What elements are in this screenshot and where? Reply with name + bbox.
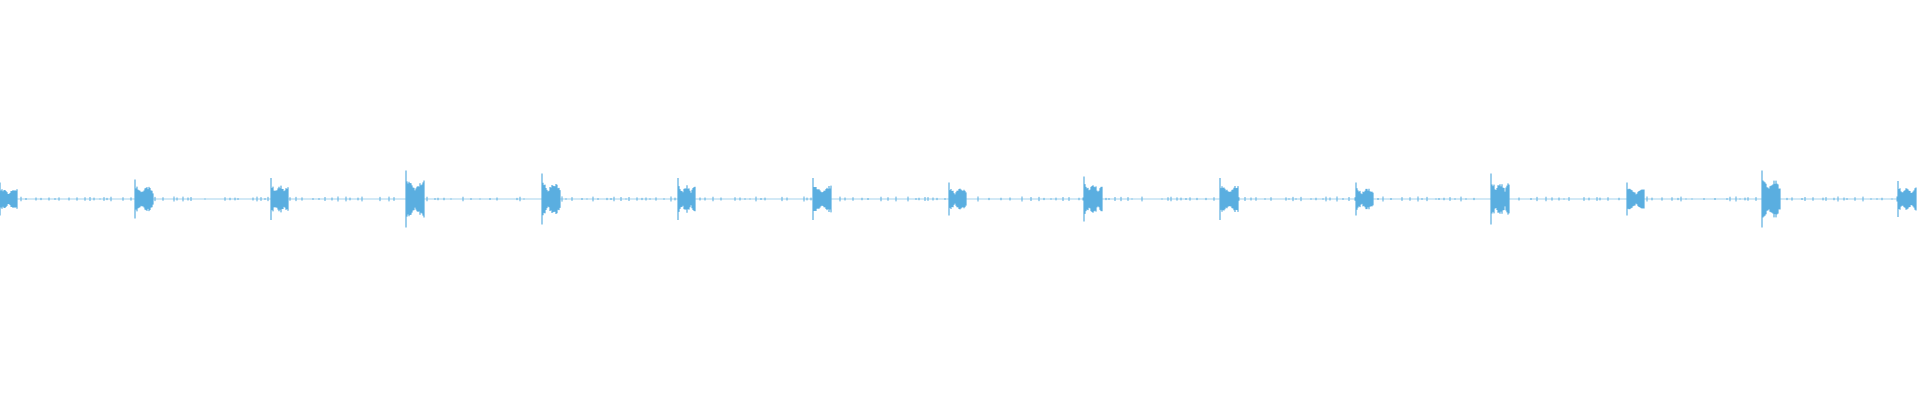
waveform-burst-13 bbox=[1761, 170, 1781, 228]
waveform-burst-4 bbox=[541, 173, 561, 225]
waveform-burst-12 bbox=[1626, 182, 1645, 216]
waveform-burst-1 bbox=[134, 179, 154, 219]
waveform-burst-3 bbox=[405, 170, 425, 228]
waveform-burst-10 bbox=[1355, 182, 1374, 216]
waveform-burst-7 bbox=[948, 182, 967, 216]
waveform-burst-5 bbox=[677, 178, 696, 220]
waveform-burst-6 bbox=[812, 178, 832, 220]
waveform-burst-9 bbox=[1219, 178, 1239, 220]
waveform-burst-2 bbox=[270, 178, 289, 220]
waveform-burst-11 bbox=[1490, 173, 1510, 225]
burst-layer bbox=[0, 170, 1917, 228]
waveform-burst-0 bbox=[0, 182, 18, 216]
waveform-burst-8 bbox=[1083, 176, 1103, 222]
waveform-burst-14 bbox=[1897, 181, 1917, 217]
